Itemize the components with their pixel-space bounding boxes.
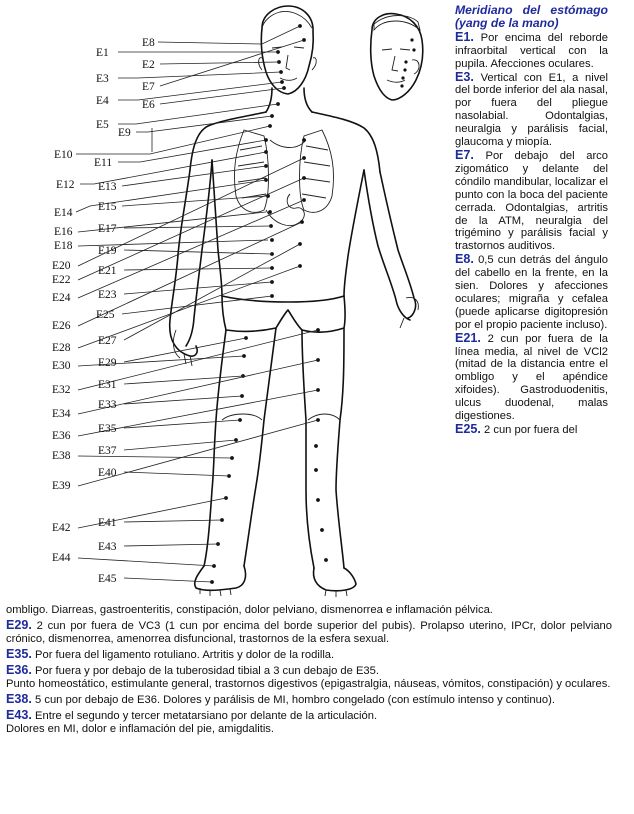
label-e39: E39	[52, 480, 71, 492]
label-e14: E14	[54, 207, 73, 219]
label-e23: E23	[98, 289, 117, 301]
label-e27: E27	[98, 335, 117, 347]
entry-text: 5 cun por debajo de E36. Dolores y parál…	[31, 694, 555, 706]
label-e30: E30	[52, 360, 71, 372]
entry-code: E3.	[455, 69, 474, 84]
entry-e35: E35. Por fuera del ligamento rotuliano. …	[6, 648, 612, 662]
entry-text: 2 cun por fuera del	[480, 424, 578, 436]
entry-text: Por fuera y por debajo de la tuberosidad…	[31, 665, 379, 677]
entry-text: Por encima del reborde infraorbital vert…	[455, 31, 608, 70]
label-e29: E29	[98, 357, 117, 369]
entry-code: E8.	[455, 252, 474, 267]
label-e37: E37	[98, 445, 117, 457]
meridian-title: Meridiano del estómago (yang de la mano)	[455, 3, 608, 31]
label-e32: E32	[52, 384, 71, 396]
label-e16: E16	[54, 226, 73, 238]
label-e40: E40	[98, 467, 117, 479]
label-e20: E20	[52, 260, 71, 272]
entry-e1: E1. Por encima del reborde infraorbital …	[455, 29, 608, 71]
label-e43: E43	[98, 541, 117, 553]
label-e33: E33	[98, 399, 117, 411]
label-e41: E41	[98, 517, 117, 529]
label-e11: E11	[94, 157, 112, 169]
labels-inner: E8 E2 E7 E6 E9 E11 E13 E15 E17 E19 E21 E…	[94, 37, 155, 585]
label-e10: E10	[54, 149, 73, 161]
entry-e7: E7. Por debajo del arco zigomático y del…	[455, 149, 608, 253]
label-e36: E36	[52, 430, 71, 442]
entry-text: Por fuera del ligamento rotuliano. Artri…	[31, 649, 335, 661]
label-e21: E21	[98, 265, 117, 277]
entry-code: E43.	[6, 708, 32, 722]
label-e9: E9	[118, 127, 131, 139]
label-e15: E15	[98, 201, 117, 213]
label-e42: E42	[52, 522, 71, 534]
label-e25: E25	[96, 309, 115, 321]
label-e1: E1	[96, 47, 109, 59]
entry-e29: E29. 2 cun por fuera de VC3 (1 cun por e…	[6, 619, 612, 646]
entry-text: Entre el segundo y tercer metatarsiano p…	[31, 710, 378, 722]
leader-lines	[75, 25, 319, 583]
entry-e3: E3. Vertical con E1, a nivel del borde i…	[455, 69, 608, 149]
meridian-figure: E1 E3 E4 E5 E10 E12 E14 E16 E18 E20 E22 …	[52, 5, 424, 597]
entry-code: E35.	[6, 647, 32, 661]
label-e18: E18	[54, 240, 73, 252]
entry-code: E1.	[455, 29, 474, 44]
entry-text: Vertical con E1, a nivel del borde infer…	[455, 71, 608, 149]
entry-text: Por debajo del arco zigomático y delante…	[455, 149, 608, 253]
label-e24: E24	[52, 292, 71, 304]
label-e5: E5	[96, 119, 109, 131]
label-e35: E35	[98, 423, 117, 435]
entry-extra: Punto homeostático, estimulante general,…	[6, 678, 611, 690]
label-e28: E28	[52, 342, 71, 354]
entry-e38: E38. 5 cun por debajo de E36. Dolores y …	[6, 693, 612, 707]
labels-left: E1 E3 E4 E5 E10 E12 E14 E16 E18 E20 E22 …	[52, 47, 109, 564]
entry-e43: E43. Entre el segundo y tercer metatarsi…	[6, 709, 612, 736]
label-e4: E4	[96, 95, 109, 107]
entry-e36: E36. Por fuera y por debajo de la tubero…	[6, 664, 612, 691]
inset-head-illustration	[369, 12, 424, 101]
entry-text: 2 cun por fuera de la línea media, al ni…	[455, 332, 608, 423]
label-e22: E22	[52, 274, 71, 286]
entry-text: 2 cun por fuera de VC3 (1 cun por encima…	[6, 620, 612, 645]
entry-text: 0,5 cun detrás del ángulo del cabello en…	[455, 254, 608, 331]
label-e44: E44	[52, 552, 71, 564]
entry-extra: Dolores en MI, dolor e inflamación del p…	[6, 723, 275, 735]
entry-code: E21.	[455, 330, 481, 345]
label-e19: E19	[98, 245, 117, 257]
label-e45: E45	[98, 573, 117, 585]
label-e31: E31	[98, 379, 117, 391]
body-illustration	[168, 5, 419, 597]
entry-code: E38.	[6, 692, 32, 706]
entry-e25-continuation: ombligo. Diarreas, gastroenteritis, cons…	[6, 604, 493, 616]
label-e6: E6	[142, 99, 155, 111]
entry-code: E25.	[455, 422, 481, 436]
label-e7: E7	[142, 81, 155, 93]
label-e2: E2	[142, 59, 155, 71]
label-e12: E12	[56, 179, 75, 191]
label-e17: E17	[98, 223, 117, 235]
entry-e25: E25. 2 cun por fuera del	[455, 423, 608, 437]
bottom-descriptions: ombligo. Diarreas, gastroenteritis, cons…	[6, 604, 612, 738]
label-e3: E3	[96, 73, 109, 85]
label-e34: E34	[52, 408, 71, 420]
entry-code: E36.	[6, 663, 32, 677]
label-e26: E26	[52, 320, 71, 332]
label-e38: E38	[52, 450, 71, 462]
label-e8: E8	[142, 37, 155, 49]
entry-code: E7.	[455, 147, 474, 162]
entry-code: E29.	[6, 618, 32, 632]
label-e13: E13	[98, 181, 117, 193]
entry-e8: E8. 0,5 cun detrás del ángulo del cabell…	[455, 253, 608, 331]
point-descriptions: Meridiano del estómago (yang de la mano)…	[455, 3, 608, 437]
entry-e21: E21. 2 cun por fuera de la línea media, …	[455, 330, 608, 423]
